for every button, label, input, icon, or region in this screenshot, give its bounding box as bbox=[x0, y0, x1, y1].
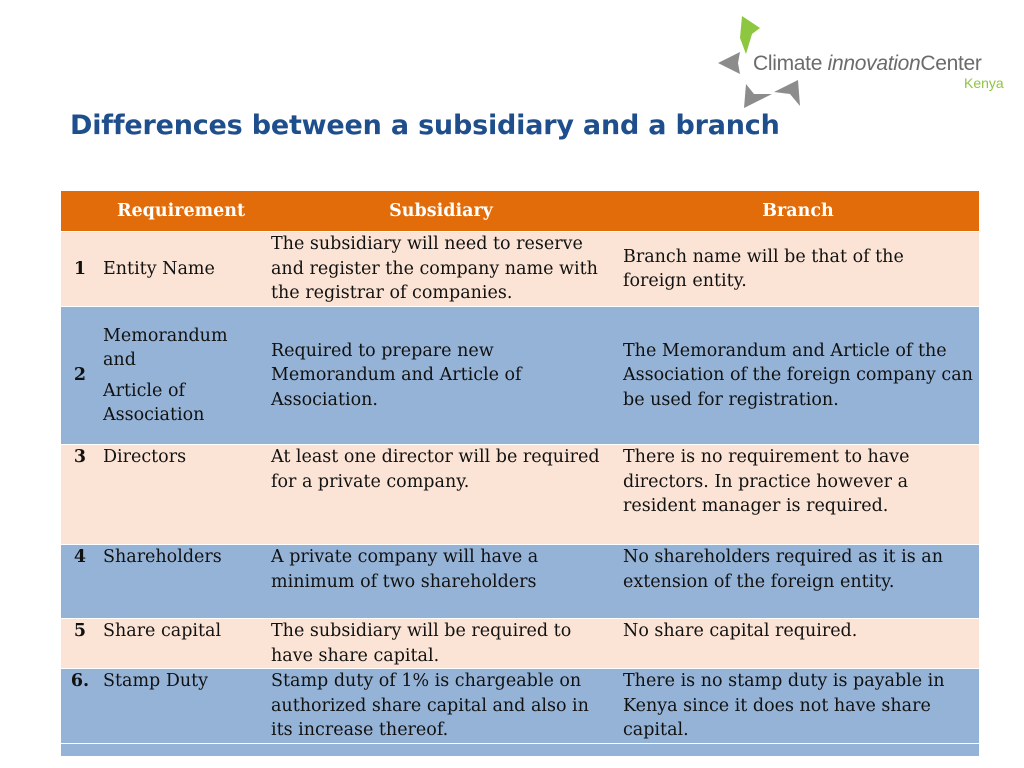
subsidiary-cell: Stamp duty of 1% is chargeable on author… bbox=[265, 668, 617, 744]
branch-cell: No share capital required. bbox=[617, 618, 979, 669]
row-number: 1 bbox=[61, 231, 97, 307]
row-number: 4 bbox=[61, 544, 97, 619]
requirement-line: Directors bbox=[103, 447, 187, 467]
row-number: 2 bbox=[61, 306, 97, 445]
requirement-line: Article of Association bbox=[103, 380, 205, 426]
table-row: 2 Memorandum and Article of Association … bbox=[61, 306, 979, 445]
climate-innovation-center-logo: Climate innovationCenter Kenya bbox=[716, 14, 1016, 110]
header-branch: Branch bbox=[617, 191, 979, 232]
logo-wordmark: Climate innovationCenter bbox=[753, 52, 982, 75]
subsidiary-cell: The subsidiary will need to reserve and … bbox=[265, 231, 617, 307]
requirement-line: Shareholders bbox=[103, 547, 222, 567]
logo-subtitle: Kenya bbox=[964, 75, 1004, 91]
requirement-cell: Stamp Duty bbox=[97, 668, 265, 744]
requirement-cell: Entity Name bbox=[97, 231, 265, 307]
requirement-cell: Share capital bbox=[97, 618, 265, 669]
requirement-line: Stamp Duty bbox=[103, 671, 209, 691]
table-footer-spacer bbox=[61, 743, 979, 756]
subsidiary-cell: The subsidiary will be required to have … bbox=[265, 618, 617, 669]
footer-spacer-cell bbox=[61, 743, 979, 756]
branch-cell: Branch name will be that of the foreign … bbox=[617, 231, 979, 307]
row-number: 5 bbox=[61, 618, 97, 669]
requirement-line: Share capital bbox=[103, 621, 222, 641]
row-number: 3 bbox=[61, 444, 97, 545]
requirement-line: Entity Name bbox=[103, 258, 215, 279]
subsidiary-cell: A private company will have a minimum of… bbox=[265, 544, 617, 619]
row-number: 6. bbox=[61, 668, 97, 744]
subsidiary-cell: Required to prepare new Memorandum and A… bbox=[265, 306, 617, 445]
subsidiary-cell: At least one director will be required f… bbox=[265, 444, 617, 545]
requirement-line: Memorandum and bbox=[103, 325, 228, 371]
requirement-cell: Shareholders bbox=[97, 544, 265, 619]
branch-cell: There is no stamp duty is payable in Ken… bbox=[617, 668, 979, 744]
table-row: 3 Directors At least one director will b… bbox=[61, 444, 979, 545]
table-row: 6. Stamp Duty Stamp duty of 1% is charge… bbox=[61, 668, 979, 744]
comparison-table: Requirement Subsidiary Branch 1 Entity N… bbox=[61, 191, 979, 756]
page-title: Differences between a subsidiary and a b… bbox=[70, 110, 780, 141]
branch-cell: There is no requirement to have director… bbox=[617, 444, 979, 545]
header-requirement: Requirement bbox=[97, 191, 265, 232]
branch-cell: The Memorandum and Article of the Associ… bbox=[617, 306, 979, 445]
branch-cell: No shareholders required as it is an ext… bbox=[617, 544, 979, 619]
logo-mark-icon bbox=[718, 16, 800, 108]
header-subsidiary: Subsidiary bbox=[265, 191, 617, 232]
table-header-row: Requirement Subsidiary Branch bbox=[61, 191, 979, 232]
table-row: 4 Shareholders A private company will ha… bbox=[61, 544, 979, 619]
table-row: 1 Entity Name The subsidiary will need t… bbox=[61, 231, 979, 307]
table-row: 5 Share capital The subsidiary will be r… bbox=[61, 618, 979, 669]
header-number bbox=[61, 191, 97, 232]
requirement-cell: Directors bbox=[97, 444, 265, 545]
requirement-cell: Memorandum and Article of Association bbox=[97, 306, 265, 445]
